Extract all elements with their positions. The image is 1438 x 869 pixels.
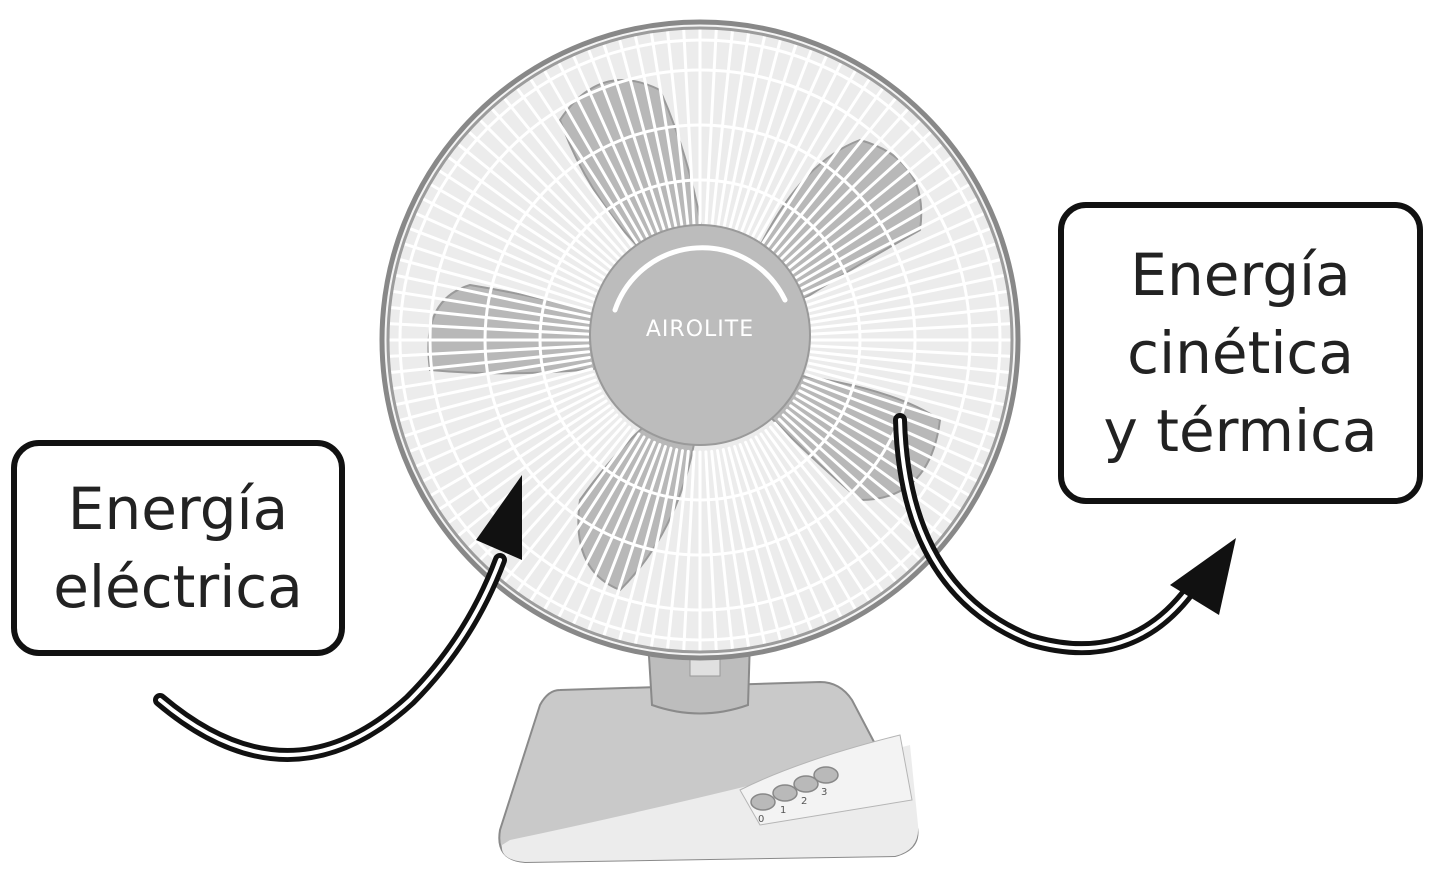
- speed-button-label: 1: [780, 805, 786, 816]
- speed-button-label: 2: [801, 796, 807, 807]
- label-line: eléctrica: [53, 548, 303, 626]
- speed-button-label: 3: [821, 787, 827, 798]
- label-line: y térmica: [1103, 392, 1377, 470]
- label-line: Energía: [68, 470, 288, 548]
- fan-head: AIROLITE: [382, 22, 1018, 658]
- label-line: cinética: [1127, 314, 1354, 392]
- speed-button: [773, 785, 797, 801]
- label-line: Energía: [1130, 236, 1350, 314]
- fan-hub: AIROLITE: [590, 225, 810, 445]
- output-energy-label: Energía cinética y térmica: [1058, 202, 1423, 504]
- input-energy-label: Energía eléctrica: [11, 440, 345, 656]
- speed-button-label: 0: [758, 814, 764, 825]
- speed-button: [814, 767, 838, 783]
- speed-button: [751, 794, 775, 810]
- brand-logo-text: AIROLITE: [646, 317, 754, 342]
